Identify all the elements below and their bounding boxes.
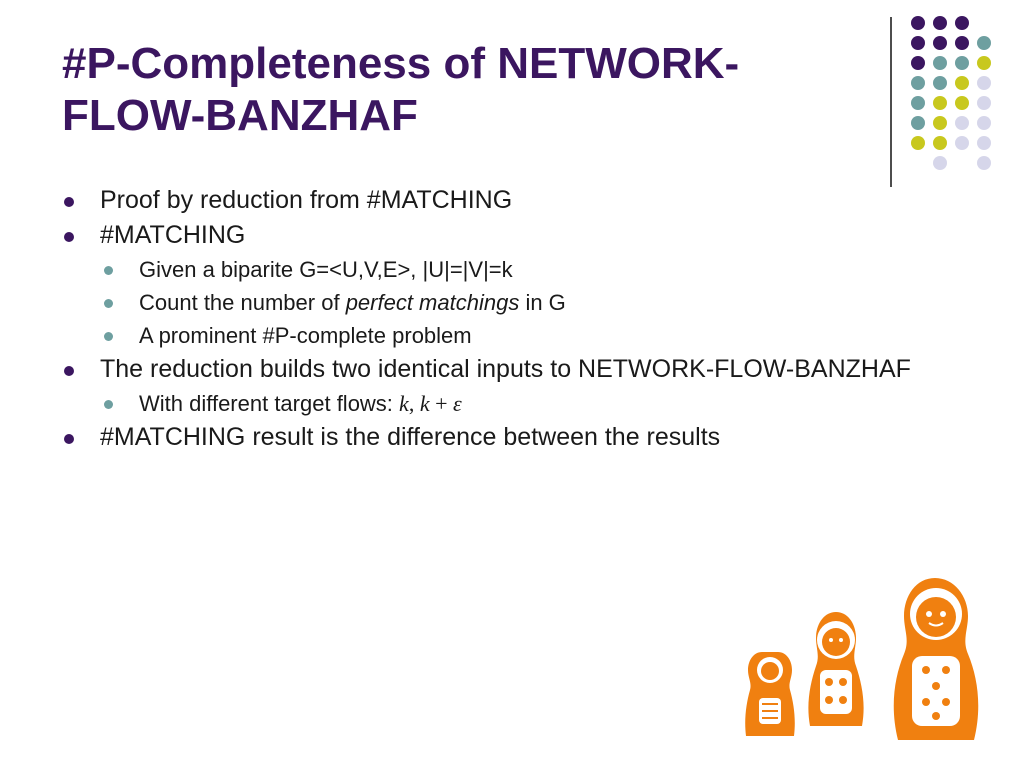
decorative-dot: [911, 136, 925, 150]
target-flows-math: k, k + ε: [399, 391, 462, 416]
nesting-dolls-illustration: [745, 578, 979, 740]
decorative-dot: [933, 56, 947, 70]
bullet-proof-by-reduction: Proof by reduction from #MATCHING: [62, 186, 962, 215]
sub-bullet-count-matchings: Count the number of perfect matchings in…: [62, 290, 962, 316]
bullet-matching: #MATCHING: [62, 221, 962, 250]
math-comma: ,: [408, 391, 420, 416]
decorative-dot: [955, 96, 969, 110]
decorative-dot: [933, 16, 947, 30]
decorative-dot: [955, 76, 969, 90]
decorative-dot: [911, 36, 925, 50]
perfect-matchings-emphasis: perfect matchings: [345, 290, 520, 315]
math-plus: +: [429, 391, 453, 416]
decorative-dot: [955, 116, 969, 130]
decorative-dot: [933, 136, 947, 150]
bullet-matching-result: #MATCHING result is the difference betwe…: [62, 423, 962, 452]
large-doll-icon: [893, 578, 979, 740]
decorative-dot: [933, 116, 947, 130]
count-matchings-text: Count the number of: [139, 290, 346, 315]
decorative-dot: [977, 136, 991, 150]
bullet-reduction-builds: The reduction builds two identical input…: [62, 355, 920, 384]
math-epsilon: ε: [453, 391, 462, 416]
target-flows-text: With different target flows:: [139, 391, 400, 416]
sub-bullet-target-flows: With different target flows: k, k + ε: [62, 391, 962, 417]
decorative-dot: [977, 36, 991, 50]
math-k: k: [399, 391, 409, 416]
decorative-dot: [977, 56, 991, 70]
slide-title: #P-Completeness of NETWORK-FLOW-BANZHAF: [62, 39, 740, 140]
decorative-dot: [977, 116, 991, 130]
decorative-dot: [955, 16, 969, 30]
sub-bullet-prominent-problem: A prominent #P-complete problem: [62, 323, 962, 349]
decorative-dot: [911, 16, 925, 30]
decorative-dot: [933, 156, 947, 170]
decorative-dot: [955, 136, 969, 150]
decorative-dot: [911, 56, 925, 70]
sub-bullet-bipartite-graph: Given a biparite G=<U,V,E>, |U|=|V|=k: [62, 257, 962, 283]
decorative-dot: [933, 76, 947, 90]
decorative-dot: [911, 116, 925, 130]
decorative-dot: [977, 96, 991, 110]
decorative-dot: [955, 36, 969, 50]
bullet-list: Proof by reduction from #MATCHING #MATCH…: [62, 180, 962, 452]
decorative-dot: [955, 56, 969, 70]
decorative-dot: [977, 156, 991, 170]
decorative-dot: [911, 96, 925, 110]
medium-doll-icon: [808, 612, 864, 726]
small-doll-icon: [745, 652, 795, 736]
decorative-dot: [933, 96, 947, 110]
decorative-dot-grid: [0, 0, 1024, 200]
decorative-dot: [977, 76, 991, 90]
math-k-second: k: [419, 391, 430, 416]
decorative-dot: [911, 76, 925, 90]
in-g-text: in G: [519, 290, 566, 315]
decorative-dot: [933, 36, 947, 50]
title-divider-line: [890, 17, 892, 187]
